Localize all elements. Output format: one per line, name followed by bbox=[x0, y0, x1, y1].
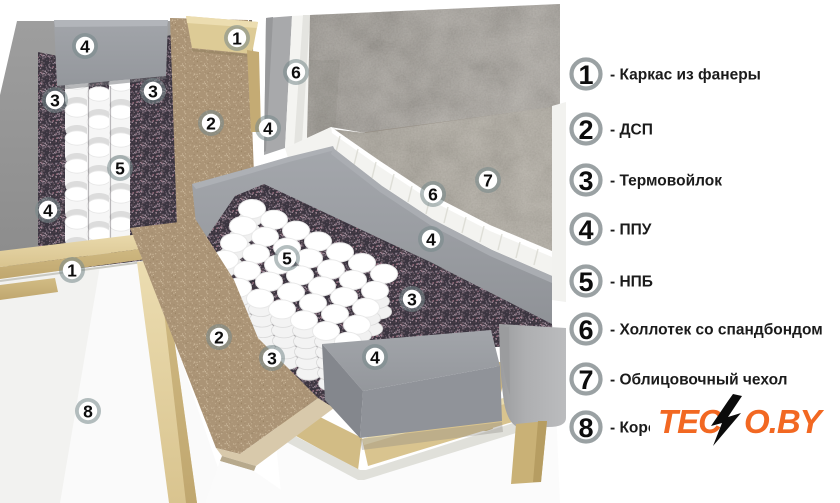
svg-text:6: 6 bbox=[291, 62, 301, 82]
svg-text:3: 3 bbox=[407, 289, 417, 309]
svg-text:- НПБ: - НПБ bbox=[610, 274, 653, 291]
svg-text:1: 1 bbox=[578, 60, 593, 90]
svg-text:3: 3 bbox=[578, 166, 593, 196]
svg-text:4: 4 bbox=[80, 36, 90, 56]
svg-text:TEC: TEC bbox=[658, 403, 723, 440]
svg-text:7: 7 bbox=[578, 365, 593, 395]
svg-text:2: 2 bbox=[214, 327, 224, 347]
svg-text:6: 6 bbox=[428, 184, 438, 204]
svg-text:6: 6 bbox=[578, 315, 593, 345]
svg-text:4: 4 bbox=[370, 347, 380, 367]
svg-text:4: 4 bbox=[578, 215, 593, 245]
svg-text:2: 2 bbox=[206, 113, 216, 133]
svg-text:2: 2 bbox=[578, 115, 593, 145]
svg-text:- Холлотек со спандбондом: - Холлотек со спандбондом bbox=[610, 322, 823, 339]
svg-text:3: 3 bbox=[267, 348, 277, 368]
svg-text:3: 3 bbox=[50, 90, 60, 110]
svg-text:3: 3 bbox=[148, 81, 158, 101]
svg-text:5: 5 bbox=[578, 267, 593, 297]
svg-text:4: 4 bbox=[426, 229, 436, 249]
svg-text:- Термовойлок: - Термовойлок bbox=[610, 173, 722, 190]
svg-text:- Каркас из фанеры: - Каркас из фанеры bbox=[610, 67, 761, 84]
svg-text:8: 8 bbox=[83, 401, 93, 421]
svg-text:8: 8 bbox=[578, 413, 593, 443]
svg-text:5: 5 bbox=[282, 248, 292, 268]
svg-text:1: 1 bbox=[67, 260, 77, 280]
svg-text:- ППУ: - ППУ bbox=[610, 222, 652, 239]
svg-text:O.BY: O.BY bbox=[744, 403, 825, 440]
svg-text:1: 1 bbox=[232, 28, 242, 48]
svg-text:4: 4 bbox=[263, 118, 273, 138]
svg-text:5: 5 bbox=[115, 158, 125, 178]
svg-text:- Облицовочный чехол: - Облицовочный чехол bbox=[610, 372, 788, 389]
svg-text:- ДСП: - ДСП bbox=[610, 122, 653, 139]
svg-text:4: 4 bbox=[43, 200, 53, 220]
svg-text:7: 7 bbox=[483, 170, 493, 190]
